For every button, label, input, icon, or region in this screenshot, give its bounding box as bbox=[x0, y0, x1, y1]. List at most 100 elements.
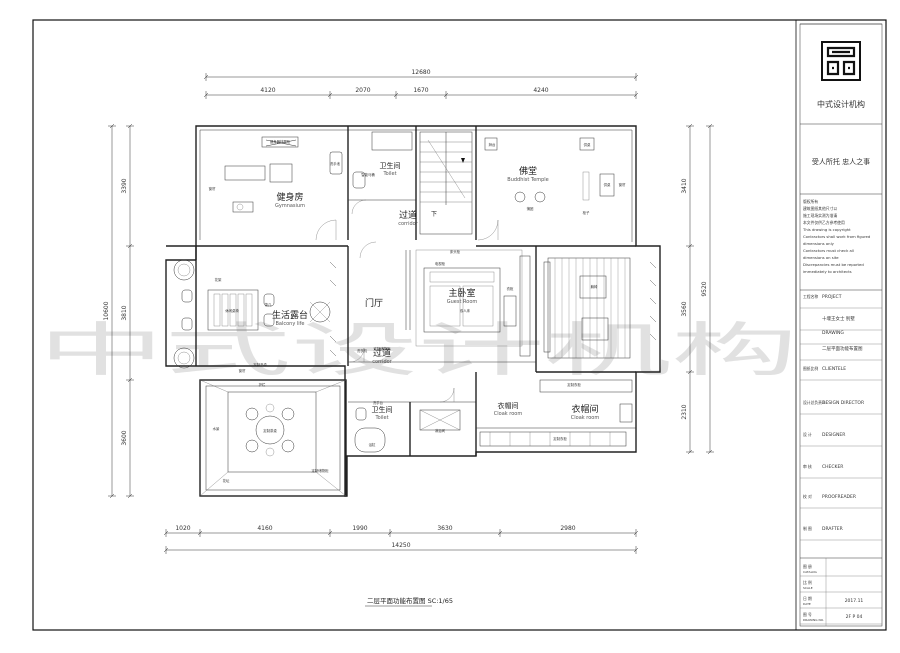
left-dim-1: 3810 bbox=[121, 305, 128, 320]
company-slogan: 受人所托 忠人之事 bbox=[812, 157, 870, 166]
bottom-dim-2: 1990 bbox=[352, 525, 367, 532]
lounge-chair-icon bbox=[581, 317, 609, 341]
room-name-0: 健身房 bbox=[276, 191, 303, 203]
room-name-10: 衣帽间 bbox=[571, 403, 598, 415]
fixture-label-17: 定制衣柜 bbox=[567, 382, 581, 387]
right-dim-0: 3410 bbox=[681, 178, 688, 193]
top-dim-0: 4120 bbox=[260, 87, 275, 94]
room-name-5: 主卧室 bbox=[448, 287, 475, 299]
tb-label-4: 图纸比例 bbox=[803, 366, 818, 371]
fixture-label-29: 水景 bbox=[213, 426, 220, 431]
title-block: 中式设计机构 受人所托 忠人之事 版权所有建筑图纸其他尺寸以施工现场实测为准请本… bbox=[795, 19, 887, 631]
fixture-label-20: 休闲桌椅 bbox=[225, 308, 239, 313]
cushion-icon bbox=[514, 191, 526, 203]
top-dim-3: 4240 bbox=[533, 87, 548, 94]
fixture-label-25: 淋浴间 bbox=[435, 428, 446, 433]
room-name-4: 门厅 bbox=[365, 297, 383, 309]
tb-value-8: PROOFREADER bbox=[822, 494, 856, 500]
tb-label-0: 工程名称 bbox=[803, 294, 818, 299]
tb-bottom-label-2: 日 期 bbox=[803, 596, 812, 601]
note-line-7: Contractors must check all bbox=[803, 248, 854, 253]
fixture-label-1: 窗帘 bbox=[209, 186, 216, 191]
room-labels: 健身房Gymnasium卫生间Toilet过道corridor佛堂Buddhis… bbox=[272, 161, 599, 421]
leisure-table bbox=[207, 289, 259, 331]
plant-pot-icon bbox=[173, 347, 195, 369]
fixture-label-27: 定制茶桌 bbox=[263, 428, 277, 433]
tb-label-8: 校 对 bbox=[803, 494, 812, 499]
tb-value-2: DRAWING bbox=[822, 330, 844, 336]
note-line-0: 版权所有 bbox=[803, 199, 818, 204]
note-line-3: 本文件仅供乙方参考使用 bbox=[803, 220, 845, 225]
fixture-label-23: 窗帘 bbox=[239, 368, 246, 373]
plant-pot-icon bbox=[173, 259, 195, 281]
fixture-label-19: 花架 bbox=[215, 277, 222, 282]
flower-stand-icon bbox=[309, 301, 331, 323]
cushion-icon bbox=[534, 191, 546, 203]
fixture-label-18: 定制衣柜 bbox=[553, 436, 567, 441]
room-name-en-7: corridor bbox=[372, 359, 392, 365]
tb-bottom-sub-3: DRAWING NO. bbox=[803, 618, 824, 622]
tb-value-1: 十堰王女士 别墅 bbox=[822, 315, 855, 322]
tb-bottom-label-1: 比 例 bbox=[803, 580, 812, 585]
bottom-total-dim-0: 14250 bbox=[391, 542, 410, 549]
fixture-labels: 健身器材展柜窗帘智能马桶洗手池拜台供桌供桌蒲团柜子窗帘电视柜床头柜衣柜双人床洗衣… bbox=[209, 139, 626, 483]
note-line-10: immediately to architects bbox=[803, 269, 852, 274]
left-dim-2: 3600 bbox=[121, 430, 128, 445]
fixture-label-16: 躺椅 bbox=[591, 284, 598, 289]
bottom-dim-4: 2980 bbox=[560, 525, 575, 532]
fixture-label-8: 柜子 bbox=[583, 210, 590, 215]
room-name-en-6: Balcony life bbox=[275, 321, 304, 327]
room-name-en-9: Cloak room bbox=[494, 411, 523, 417]
furniture bbox=[173, 131, 657, 457]
room-name-en-0: Gymnasium bbox=[275, 203, 305, 209]
note-line-2: 施工现场实测为准请 bbox=[803, 213, 837, 218]
left-dim-0: 3390 bbox=[121, 178, 128, 193]
right-dim-2: 2310 bbox=[681, 404, 688, 419]
fixture-label-14: 洗衣机 bbox=[357, 348, 368, 353]
tb-value-7: CHECKER bbox=[822, 464, 843, 470]
room-name-11: 下 bbox=[431, 211, 437, 218]
display-cabinet bbox=[261, 136, 299, 148]
top-total-dim-0: 12680 bbox=[411, 69, 430, 76]
fixture-label-5: 供桌 bbox=[584, 142, 591, 147]
room-name-9: 衣帽间 bbox=[498, 401, 519, 410]
tb-bottom-sub-1: SCALE bbox=[803, 586, 813, 590]
tb-value-5: DESIGN DIRECTOR bbox=[822, 400, 864, 406]
fixture-label-13: 双人床 bbox=[460, 308, 471, 313]
bottom-dim-0: 1020 bbox=[175, 525, 190, 532]
treadmill-icon bbox=[224, 165, 266, 181]
tb-value-0: PROJECT bbox=[822, 294, 842, 300]
plan-walls bbox=[165, 125, 661, 497]
tb-value-4: CLIENTELE bbox=[822, 366, 846, 372]
tb-label-5: 设计总负责人 bbox=[803, 400, 826, 405]
fixture-label-22: 定制书桌 bbox=[253, 362, 267, 367]
fixture-label-9: 窗帘 bbox=[619, 182, 626, 187]
tea-table bbox=[255, 415, 285, 445]
room-name-en-8: Toilet bbox=[374, 415, 388, 421]
lounge-chair-icon bbox=[579, 275, 607, 299]
top-dim-2: 1670 bbox=[413, 87, 428, 94]
fixture-label-10: 电视柜 bbox=[435, 261, 446, 266]
room-name-6: 生活露台 bbox=[272, 309, 308, 321]
note-line-4: This drawing is copyright bbox=[802, 227, 851, 232]
room-name-en-1: Toilet bbox=[382, 171, 396, 177]
room-name-7: 过道 bbox=[373, 347, 391, 359]
double-bed bbox=[423, 267, 501, 333]
toilet-icon bbox=[355, 407, 367, 421]
tb-label-6: 设 计 bbox=[803, 432, 812, 437]
right-dim-1: 3560 bbox=[681, 301, 688, 316]
tb-bottom-sub-2: DATE bbox=[803, 602, 811, 606]
tb-label-9: 制 图 bbox=[803, 526, 812, 531]
fixture-label-26: 浴缸 bbox=[369, 442, 376, 447]
room-name-en-5: Guest Room bbox=[447, 299, 478, 305]
fixture-label-11: 床头柜 bbox=[450, 249, 461, 254]
tb-bottom-value-3: 2F P 04 bbox=[846, 614, 863, 620]
tb-value-6: DESIGNER bbox=[822, 432, 845, 438]
tb-value-3: 二层平面功能布置图 bbox=[822, 345, 863, 352]
altar-table-icon bbox=[599, 173, 615, 197]
fixture-label-24: 洗手台 bbox=[373, 400, 384, 405]
fixture-label-21: 茶几 bbox=[265, 302, 272, 307]
